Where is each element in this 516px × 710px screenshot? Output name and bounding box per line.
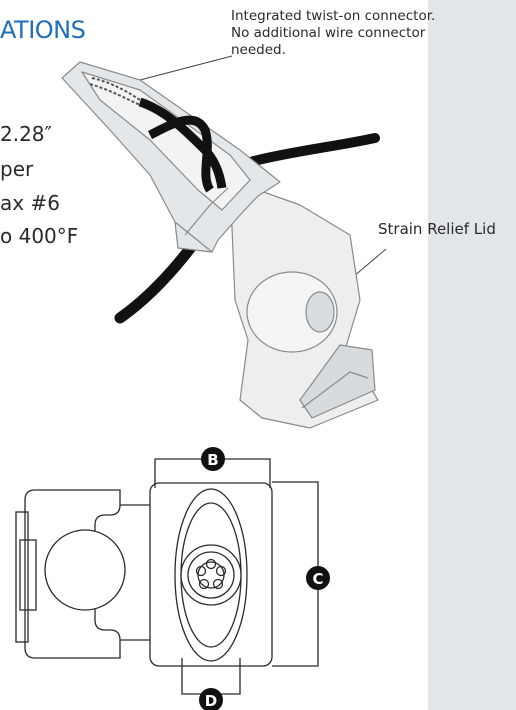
badge-c-label: C <box>312 570 323 588</box>
dimension-drawing <box>15 458 319 695</box>
section-heading: ATIONS <box>0 16 86 44</box>
spec-line-4: o 400°F <box>0 224 79 248</box>
dimension-badge-b: B <box>201 447 225 471</box>
connector-callout: Integrated twist-on connector. No additi… <box>231 8 435 59</box>
badge-d-label: D <box>205 692 217 710</box>
spec-line-2: per <box>0 157 34 181</box>
strain-relief-callout: Strain Relief Lid <box>378 220 496 238</box>
badge-b-label: B <box>207 451 218 469</box>
sidebar-panel <box>428 0 516 710</box>
spec-line-1: 2.28″ <box>0 122 53 146</box>
spec-line-3: ax #6 <box>0 191 60 215</box>
connector-callout-line-3: needed. <box>231 42 286 58</box>
dimension-badge-c: C <box>306 566 330 590</box>
dimension-badge-d: D <box>199 688 223 710</box>
connector-3d-drawing <box>61 55 387 429</box>
connector-callout-line-2: No additional wire connector <box>231 25 426 41</box>
connector-callout-line-1: Integrated twist-on connector. <box>231 8 436 24</box>
